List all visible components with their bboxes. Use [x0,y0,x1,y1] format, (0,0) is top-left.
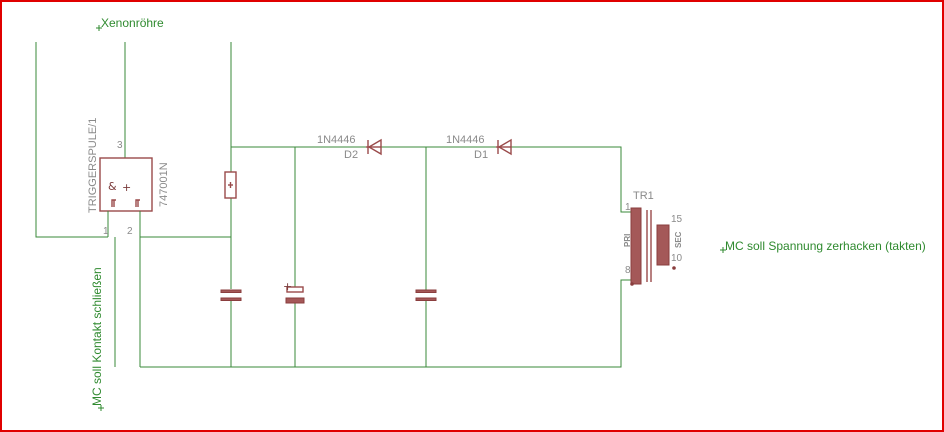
transformer-primary-coil [630,207,642,285]
transformer-dot-secondary [672,266,676,270]
transformer-pri-label: PRI [623,234,632,247]
capacitor-plate-top [220,289,242,293]
diode-d2-value: 1N4446 [317,134,356,146]
ic-symbol-plus: + [122,181,131,194]
ic-pin3-label: 3 [117,140,123,151]
transformer-secondary-coil [656,224,670,266]
capacitor-plate-bottom [220,297,242,301]
ic-symbol-and: & [108,180,117,193]
transformer-pin10: 10 [671,253,683,264]
ic-pin2-label: 2 [127,226,133,237]
ic-part-label: 747001N [158,162,170,207]
note-xenon-text: Xenonröhre [101,16,164,30]
transformer-name: TR1 [633,190,654,202]
note-mc-contact: MC soll Kontakt schließen [90,267,104,411]
capacitor-c1[interactable] [220,289,242,301]
transformer-tr1[interactable]: PRI SEC TR1 1 8 15 10 [623,190,683,286]
note-mc-chop: MC soll Spannung zerhacken (takten) [720,239,926,253]
capacitor-c2[interactable] [415,289,437,301]
diode-d1[interactable]: 1N4446 D1 [446,134,512,161]
elcap-plus-icon: + [283,280,292,293]
elcap-plate-bottom [285,297,305,304]
ic-triggerspule[interactable]: & + 1 2 3 TRIGGERSPULE/1 747001N [87,118,170,237]
transformer-sec-label: SEC [674,231,683,248]
ic-name-label: TRIGGERSPULE/1 [87,118,99,213]
note-mc-chop-text: MC soll Spannung zerhacken (takten) [725,239,926,253]
schmitt-trigger-icon-2 [135,199,140,207]
wire-top-rail-right[interactable] [511,146,631,213]
note-mc-contact-text: MC soll Kontakt schließen [90,267,104,406]
ic-body [99,157,153,212]
capacitor2-plate-bottom [415,297,437,301]
wire-bottom-rail[interactable] [140,279,631,368]
diode-d2-triangle [367,138,382,156]
capacitor-electrolytic[interactable]: + [283,280,305,304]
transformer-pin15: 15 [671,214,683,225]
diode-d1-triangle [497,138,512,156]
resistor-body [224,171,237,199]
diode-d1-name: D1 [474,149,488,161]
wire-pin1-left-loop[interactable] [35,42,108,238]
schmitt-trigger-icon [111,199,116,207]
elcap-plate-top [286,286,304,293]
transformer-pin8: 8 [625,265,631,276]
capacitor2-plate-top [415,289,437,293]
wires [35,42,631,368]
ic-pin1-label: 1 [103,226,109,237]
diode-d2-name: D2 [344,149,358,161]
transformer-pin1: 1 [625,202,631,213]
transformer-dot-primary [630,282,634,286]
diode-d2[interactable]: 1N4446 D2 [317,134,382,161]
resistor[interactable] [224,171,237,199]
diode-d1-value: 1N4446 [446,134,485,146]
note-xenon: Xenonröhre [96,16,164,31]
